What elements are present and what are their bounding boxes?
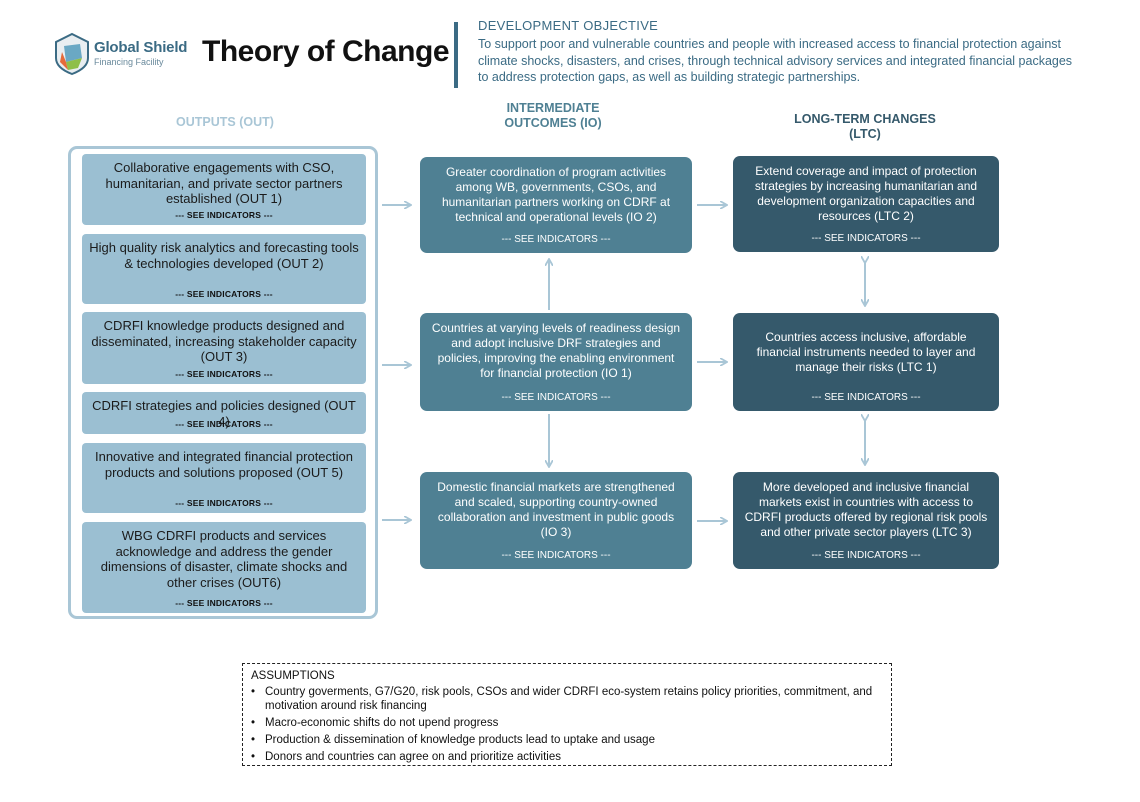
- logo-name: Global Shield: [94, 39, 188, 56]
- assumption-item: • Country goverments, G7/G20, risk pools…: [251, 685, 881, 714]
- output-text: High quality risk analytics and forecast…: [89, 240, 359, 271]
- output-box-out2: High quality risk analytics and forecast…: [82, 234, 366, 304]
- output-box-out1: Collaborative engagements with CSO, huma…: [82, 154, 366, 225]
- see-indicators-link[interactable]: --- SEE INDICATORS ---: [175, 597, 273, 608]
- see-indicators-link[interactable]: --- SEE INDICATORS ---: [175, 288, 273, 299]
- io-box-io2: Greater coordination of program activiti…: [420, 157, 692, 253]
- bullet: •: [251, 717, 256, 729]
- io-text: Domestic financial markets are strengthe…: [437, 480, 675, 539]
- assumption-text: Production & dissemination of knowledge …: [265, 734, 655, 746]
- output-box-out5: Innovative and integrated financial prot…: [82, 443, 366, 513]
- global-shield-logo: Global Shield Financing Facility: [52, 32, 187, 78]
- page-title: Theory of Change: [202, 35, 450, 68]
- io-text: Countries at varying levels of readiness…: [431, 321, 681, 380]
- long-term-changes-column-heading: LONG-TERM CHANGES (LTC): [794, 112, 936, 141]
- title-divider: [454, 22, 458, 88]
- ltc-text: Extend coverage and impact of protection…: [754, 164, 978, 223]
- io-box-io3: Domestic financial markets are strengthe…: [420, 472, 692, 569]
- bullet: •: [251, 734, 256, 746]
- output-text: WBG CDRFI products and services acknowle…: [100, 528, 348, 590]
- ltc-text: Countries access inclusive, affordable f…: [756, 330, 976, 374]
- see-indicators-link[interactable]: --- SEE INDICATORS ---: [811, 550, 921, 561]
- assumption-text: Macro-economic shifts do not upend progr…: [265, 717, 499, 729]
- see-indicators-link[interactable]: --- SEE INDICATORS ---: [811, 233, 921, 244]
- intermediate-outcomes-column-heading: INTERMEDIATE OUTCOMES (IO): [504, 101, 602, 130]
- see-indicators-link[interactable]: --- SEE INDICATORS ---: [175, 368, 273, 379]
- output-text: Collaborative engagements with CSO, huma…: [105, 160, 343, 206]
- logo-subtitle: Financing Facility: [94, 57, 164, 67]
- output-text: CDRFI knowledge products designed and di…: [91, 318, 357, 364]
- see-indicators-link[interactable]: --- SEE INDICATORS ---: [175, 497, 273, 508]
- assumption-text: Country goverments, G7/G20, risk pools, …: [265, 685, 873, 713]
- development-objective-text: To support poor and vulnerable countries…: [478, 37, 1073, 84]
- outputs-column-heading: OUTPUTS (OUT): [176, 115, 274, 129]
- assumption-item: • Macro-economic shifts do not upend pro…: [251, 716, 881, 731]
- see-indicators-link[interactable]: --- SEE INDICATORS ---: [501, 550, 611, 561]
- see-indicators-link[interactable]: --- SEE INDICATORS ---: [175, 418, 273, 429]
- assumptions-box: ASSUMPTIONS • Country goverments, G7/G20…: [242, 663, 892, 766]
- bullet: •: [251, 685, 256, 698]
- assumptions-title: ASSUMPTIONS: [251, 670, 335, 682]
- output-box-out3: CDRFI knowledge products designed and di…: [82, 312, 366, 384]
- ltc-text: More developed and inclusive financial m…: [744, 480, 988, 539]
- bullet: •: [251, 751, 256, 763]
- output-box-out4: CDRFI strategies and policies designed (…: [82, 392, 366, 434]
- ltc-box-ltc2: Extend coverage and impact of protection…: [733, 156, 999, 252]
- ltc-box-ltc3: More developed and inclusive financial m…: [733, 472, 999, 569]
- outputs-group-frame: [68, 146, 378, 619]
- see-indicators-link[interactable]: --- SEE INDICATORS ---: [501, 234, 611, 245]
- assumption-text: Donors and countries can agree on and pr…: [265, 751, 561, 763]
- assumption-item: • Donors and countries can agree on and …: [251, 750, 881, 765]
- see-indicators-link[interactable]: --- SEE INDICATORS ---: [175, 209, 273, 220]
- shield-logo-icon: [55, 32, 89, 76]
- assumption-item: • Production & dissemination of knowledg…: [251, 733, 881, 748]
- output-text: Innovative and integrated financial prot…: [94, 449, 353, 480]
- see-indicators-link[interactable]: --- SEE INDICATORS ---: [501, 392, 611, 403]
- development-objective-heading: DEVELOPMENT OBJECTIVE: [478, 18, 659, 33]
- see-indicators-link[interactable]: --- SEE INDICATORS ---: [811, 392, 921, 403]
- ltc-box-ltc1: Countries access inclusive, affordable f…: [733, 313, 999, 411]
- io-text: Greater coordination of program activiti…: [441, 165, 671, 224]
- io-box-io1: Countries at varying levels of readiness…: [420, 313, 692, 411]
- output-text: CDRFI strategies and policies designed (…: [92, 398, 356, 429]
- output-box-out6: WBG CDRFI products and services acknowle…: [82, 522, 366, 613]
